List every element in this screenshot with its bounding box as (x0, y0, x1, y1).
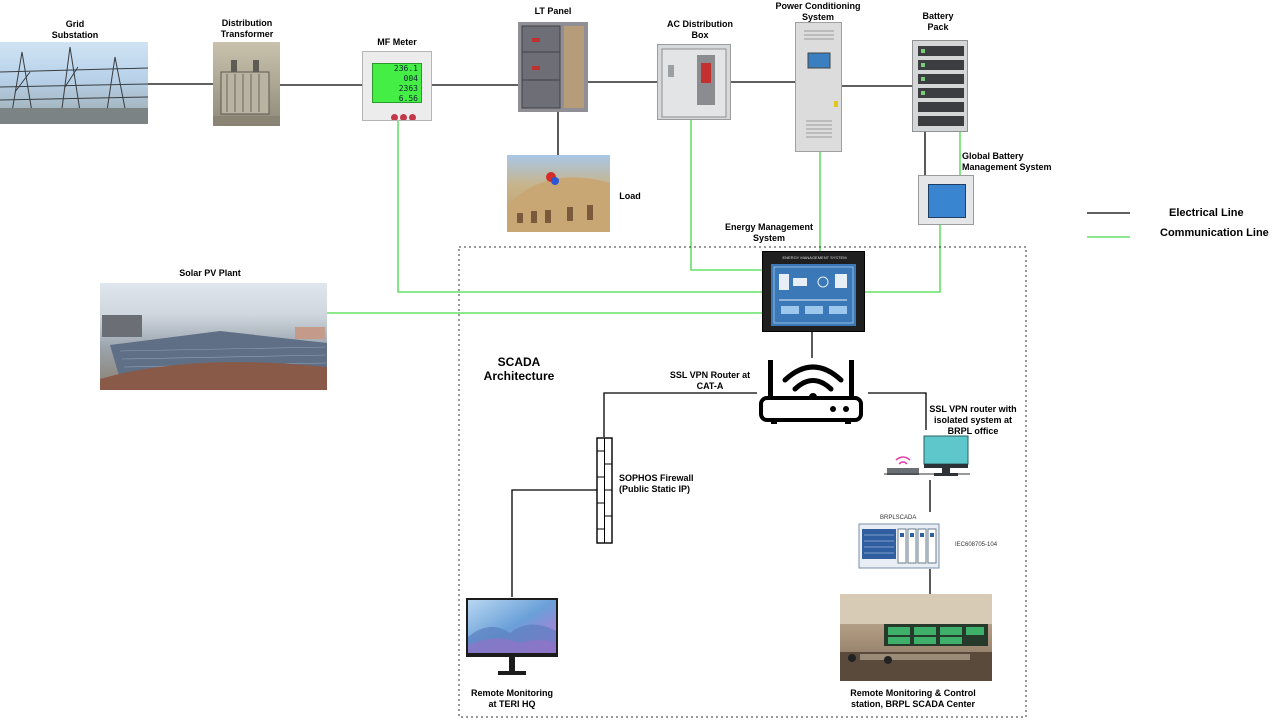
battery-pack-image (912, 40, 968, 132)
brplscada-header: BRPLSCADA (880, 515, 917, 521)
meter-reading-2: 004 (403, 74, 418, 83)
global-bms-device (918, 175, 974, 225)
iec-protocol-label: IEC608705-104 (955, 542, 998, 548)
electrical-line-router-brpl (868, 392, 927, 430)
lt-panel-label: LT Panel (534, 6, 572, 16)
load-label: Load (619, 191, 641, 201)
meter-reading-3: 2363 (398, 84, 418, 93)
meter-reading-1: 236.1 (393, 64, 418, 73)
comm-line-gbms-ems (865, 225, 941, 293)
legend-communication-line-label: Communication Line (1160, 227, 1269, 239)
electrical-lines (148, 81, 931, 597)
scada-rack-icon (858, 523, 940, 569)
wifi-router-icon (759, 360, 863, 424)
power-conditioning-system-image (795, 22, 842, 152)
energy-management-system-screen[interactable]: ENERGY MANAGEMENT SYSTEM (762, 251, 865, 332)
brpl-scada-center-image (840, 594, 992, 681)
sophos-firewall-label: SOPHOS Firewall(Public Static IP) (619, 473, 694, 494)
solar-pv-plant-label: Solar PV Plant (179, 268, 241, 278)
solar-pv-plant-image (100, 283, 327, 390)
meter-display: 236.1 004 2363 6.56 (372, 63, 422, 103)
grid-substation-image (0, 42, 148, 124)
meter-reading-4: 6.56 (398, 94, 418, 103)
lt-panel-image (518, 22, 588, 112)
electrical-line-router-firewall (603, 392, 757, 437)
comm-line-meter-ems (397, 121, 762, 293)
mf-meter-device: 236.1 004 2363 6.56 (362, 51, 432, 121)
comm-line-acdb-ems (690, 120, 762, 271)
distribution-transformer-image (213, 42, 280, 126)
legend-electrical-line-label: Electrical Line (1169, 207, 1244, 219)
scada-boundary (458, 246, 1027, 718)
ems-screen-caption: ENERGY MANAGEMENT SYSTEM (782, 255, 847, 260)
ac-distribution-box-image (657, 44, 731, 120)
brpl-router-workstation-icon (884, 435, 970, 476)
load-building-image (507, 155, 610, 232)
monitor-icon (466, 598, 558, 675)
communication-lines (327, 120, 961, 314)
electrical-line-firewall-teri (511, 489, 597, 597)
firewall-icon (596, 437, 613, 544)
mf-meter-label: MF Meter (377, 37, 417, 47)
meter-buttons (391, 108, 416, 120)
